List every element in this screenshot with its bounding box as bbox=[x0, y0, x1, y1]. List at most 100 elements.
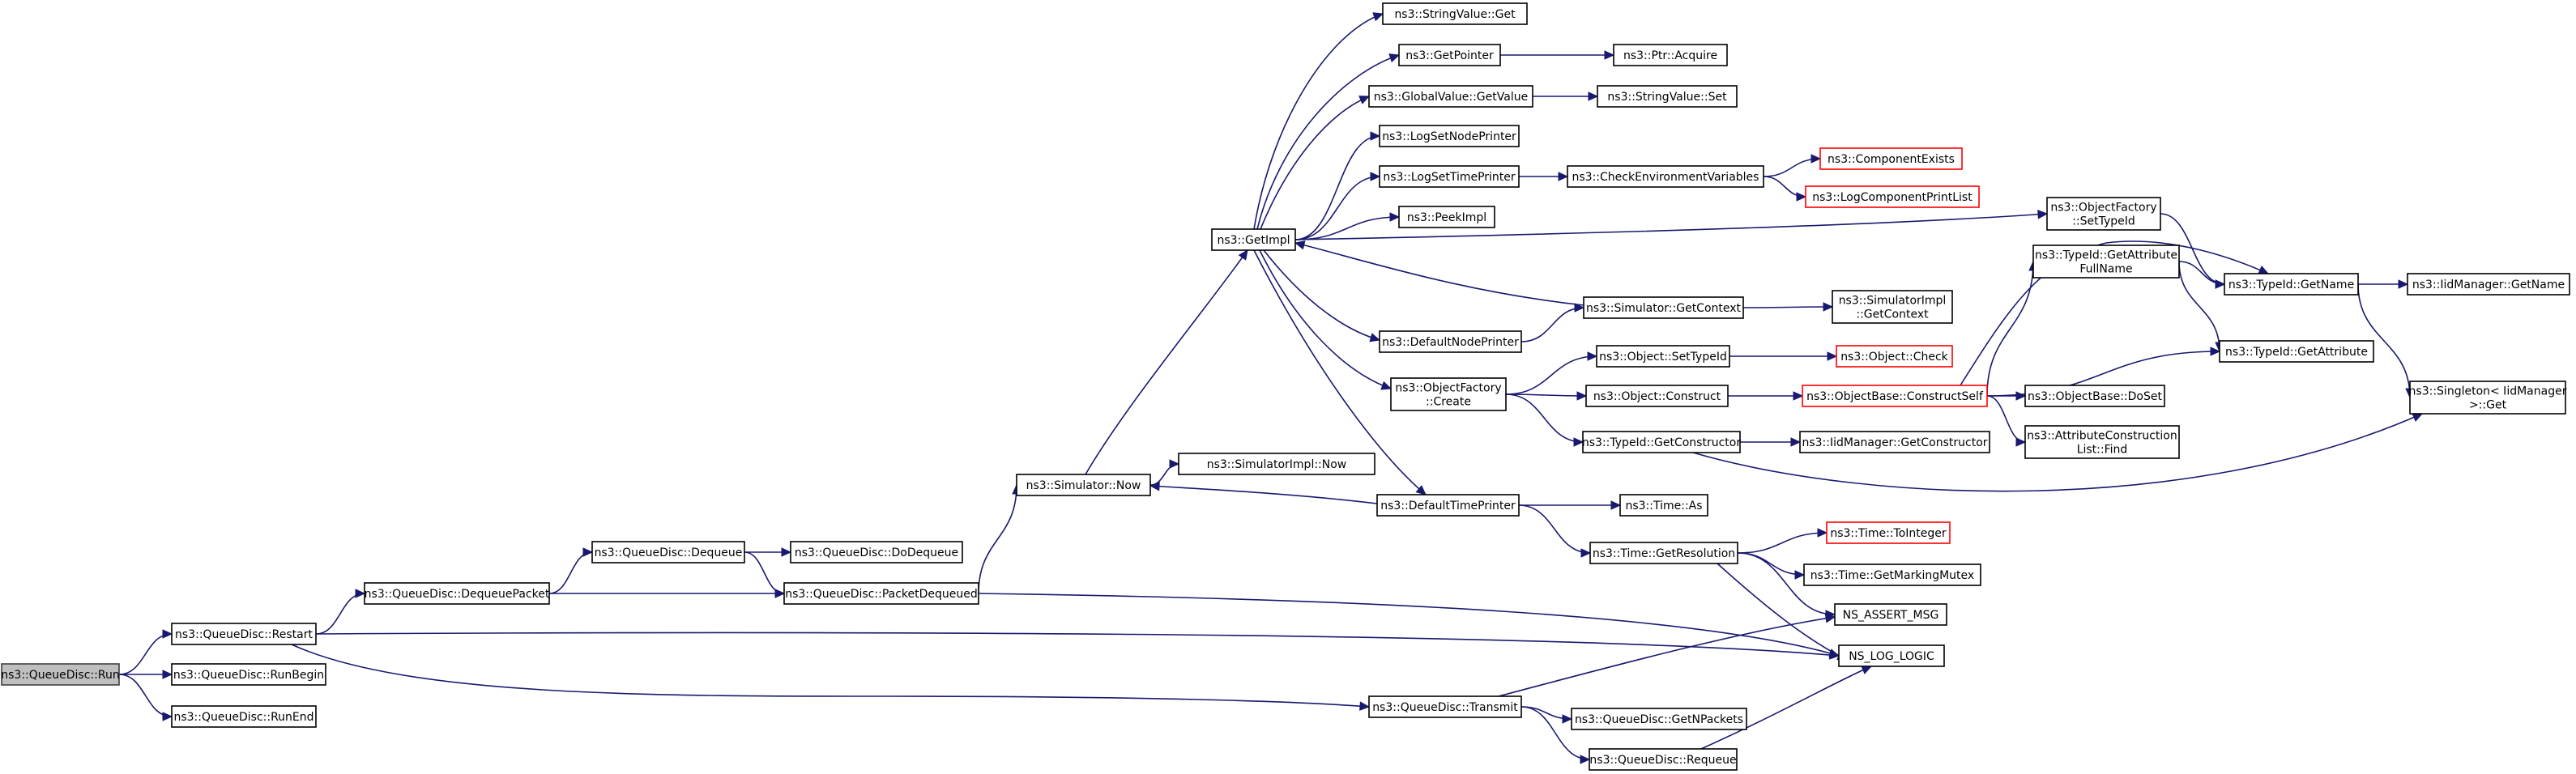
node-label: ns3::Ptr::Acquire bbox=[1623, 49, 1717, 62]
node-dosets[interactable]: ns3::ObjectBase::DoSet bbox=[2024, 385, 2165, 407]
node-label: ns3::Object::Check bbox=[1840, 351, 1948, 364]
edge-arrowhead bbox=[1562, 714, 1573, 724]
node-label: ns3::TypeId::GetAttribute bbox=[2225, 346, 2368, 359]
edge-requeue-to-nsloglogic bbox=[1700, 666, 1873, 750]
node-objconstruct[interactable]: ns3::Object::Construct bbox=[1585, 385, 1729, 407]
node-peekimpl[interactable]: ns3::PeekImpl bbox=[1398, 206, 1495, 228]
node-timeas[interactable]: ns3::Time::As bbox=[1619, 494, 1708, 517]
node-checkenv[interactable]: ns3::CheckEnvironmentVariables bbox=[1567, 165, 1764, 188]
node-simimplgetcontext[interactable]: ns3::SimulatorImpl::GetContext bbox=[1832, 290, 1953, 324]
node-label: ns3::QueueDisc::RunEnd bbox=[173, 711, 313, 724]
edge-line bbox=[1700, 666, 1872, 750]
edge-arrowhead bbox=[1370, 172, 1381, 181]
node-iidgetname[interactable]: ns3::IidManager::GetName bbox=[2407, 273, 2570, 296]
node-globalvalue[interactable]: ns3::GlobalValue::GetValue bbox=[1368, 85, 1533, 108]
edge-getimpl-to-ofcreate bbox=[1259, 249, 1392, 390]
node-box bbox=[783, 582, 979, 605]
edge-arrowhead bbox=[1604, 50, 1615, 60]
node-label: NS_LOG_LOGIC bbox=[1849, 650, 1934, 663]
node-label: ns3::PeekImpl bbox=[1407, 211, 1486, 224]
node-simgetcontext[interactable]: ns3::Simulator::GetContext bbox=[1583, 296, 1744, 319]
node-box bbox=[1834, 603, 1947, 626]
node-runbegin[interactable]: ns3::QueueDisc::RunBegin bbox=[171, 663, 326, 686]
node-objsettypeid[interactable]: ns3::Object::SetTypeId bbox=[1596, 345, 1730, 368]
edge-transmit-to-requeue bbox=[1520, 706, 1591, 764]
node-box bbox=[1805, 185, 1980, 208]
node-timeres[interactable]: ns3::Time::GetResolution bbox=[1589, 542, 1738, 564]
node-requeue[interactable]: ns3::QueueDisc::Requeue bbox=[1589, 748, 1738, 771]
node-singleton[interactable]: ns3::Singleton< IidManager>::Get bbox=[2409, 381, 2567, 415]
node-stringvalueget[interactable]: ns3::StringValue::Get bbox=[1382, 2, 1528, 25]
node-packetdequeued[interactable]: ns3::QueueDisc::PacketDequeued bbox=[783, 582, 979, 605]
node-nsloglogic[interactable]: NS_LOG_LOGIC bbox=[1838, 644, 1945, 667]
node-logsettime[interactable]: ns3::LogSetTimePrinter bbox=[1379, 165, 1520, 188]
edge-dequeue-to-packetdequeued bbox=[744, 551, 786, 598]
node-typeidgetname[interactable]: ns3::TypeId::GetName bbox=[2224, 273, 2359, 296]
node-ptracquire[interactable]: ns3::Ptr::Acquire bbox=[1613, 44, 1728, 66]
node-getpointer[interactable]: ns3::GetPointer bbox=[1398, 44, 1501, 66]
node-compexists[interactable]: ns3::ComponentExists bbox=[1819, 147, 1963, 170]
node-label: ns3::ComponentExists bbox=[1828, 153, 1955, 166]
node-nsassert[interactable]: NS_ASSERT_MSG bbox=[1834, 603, 1947, 626]
node-logcomplist[interactable]: ns3::LogComponentPrintList bbox=[1805, 185, 1980, 208]
node-timetoint[interactable]: ns3::Time::ToInteger bbox=[1826, 521, 1951, 544]
node-label: ns3::LogComponentPrintList bbox=[1812, 191, 1973, 204]
node-typeidgetctor[interactable]: ns3::TypeId::GetConstructor bbox=[1582, 431, 1741, 453]
node-iidgetctor[interactable]: ns3::IidManager::GetConstructor bbox=[1799, 431, 1990, 453]
edge-arrowhead bbox=[2015, 391, 2027, 401]
edge-arrowhead bbox=[1823, 302, 1834, 312]
edge-defaultnodeprinter-to-simgetcontext bbox=[1520, 303, 1585, 342]
node-defaulttimeprinter[interactable]: ns3::DefaultTimePrinter bbox=[1376, 494, 1520, 517]
node-timemutex[interactable]: ns3::Time::GetMarkingMutex bbox=[1803, 563, 1981, 586]
node-label: FullName bbox=[2079, 263, 2132, 276]
node-box bbox=[2407, 273, 2570, 296]
edge-arrowhead bbox=[355, 589, 366, 598]
node-label: ::GetContext bbox=[1856, 308, 1929, 321]
edge-arrowhead bbox=[781, 547, 792, 557]
edge-line bbox=[1505, 393, 1587, 397]
node-box bbox=[1613, 44, 1728, 66]
node-runend[interactable]: ns3::QueueDisc::RunEnd bbox=[171, 705, 317, 728]
node-ofcreate[interactable]: ns3::ObjectFactory::Create bbox=[1390, 377, 1507, 411]
node-defaultnodeprinter[interactable]: ns3::DefaultNodePrinter bbox=[1379, 330, 1522, 353]
edge-typeidgetattrfull-to-typeidgetattr bbox=[2178, 261, 2224, 353]
node-ofsettypeid[interactable]: ns3::ObjectFactory::SetTypeId bbox=[2046, 197, 2161, 231]
node-box bbox=[2409, 381, 2566, 415]
node-simnow[interactable]: ns3::Simulator::Now bbox=[1016, 474, 1151, 496]
node-label: ns3::StringValue::Get bbox=[1394, 8, 1516, 21]
edge-line bbox=[1294, 135, 1380, 240]
edge-line bbox=[1717, 563, 1848, 661]
node-objcheck[interactable]: ns3::Object::Check bbox=[1836, 345, 1953, 368]
node-run[interactable]: ns3::QueueDisc::Run bbox=[1, 663, 120, 686]
edge-typeidgetattrfull-to-typeidgetname bbox=[2178, 261, 2226, 289]
node-logsetnode[interactable]: ns3::LogSetNodePrinter bbox=[1379, 125, 1520, 147]
edge-timeres-to-timetoint bbox=[1737, 528, 1828, 554]
node-transmit[interactable]: ns3::QueueDisc::Transmit bbox=[1368, 695, 1522, 718]
node-typeidgetattr[interactable]: ns3::TypeId::GetAttribute bbox=[2219, 340, 2374, 363]
node-box bbox=[1826, 521, 1951, 544]
edge-simgetcontext-to-simimplgetcontext bbox=[1742, 302, 1834, 312]
edge-line bbox=[1259, 249, 1392, 389]
node-getimpl[interactable]: ns3::GetImpl bbox=[1211, 228, 1296, 251]
node-dequeuepacket[interactable]: ns3::QueueDisc::DequeuePacket bbox=[364, 582, 550, 605]
node-simimplnow[interactable]: ns3::SimulatorImpl::Now bbox=[1178, 453, 1375, 475]
node-box bbox=[1379, 330, 1522, 353]
edge-arrowhead bbox=[1794, 570, 1806, 580]
node-box bbox=[2024, 425, 2180, 459]
edge-constructself-to-typeidgetattrfull bbox=[1986, 260, 2038, 397]
node-getnpackets[interactable]: ns3::QueueDisc::GetNPackets bbox=[1571, 708, 1747, 730]
edge-line bbox=[1986, 261, 2034, 397]
node-box bbox=[1016, 474, 1151, 496]
node-stringvalueset[interactable]: ns3::StringValue::Set bbox=[1597, 85, 1738, 108]
edge-dequeuepacket-to-packetdequeued bbox=[548, 589, 786, 598]
node-constructself[interactable]: ns3::ObjectBase::ConstructSelf bbox=[1802, 385, 1988, 407]
node-box bbox=[2219, 340, 2374, 363]
node-dodequeue[interactable]: ns3::QueueDisc::DoDequeue bbox=[790, 541, 963, 563]
node-dequeue[interactable]: ns3::QueueDisc::Dequeue bbox=[591, 541, 745, 563]
edge-dequeue-to-dodequeue bbox=[744, 547, 792, 557]
edge-getimpl-to-getpointer bbox=[1256, 53, 1401, 230]
node-restart[interactable]: ns3::QueueDisc::Restart bbox=[171, 623, 317, 645]
